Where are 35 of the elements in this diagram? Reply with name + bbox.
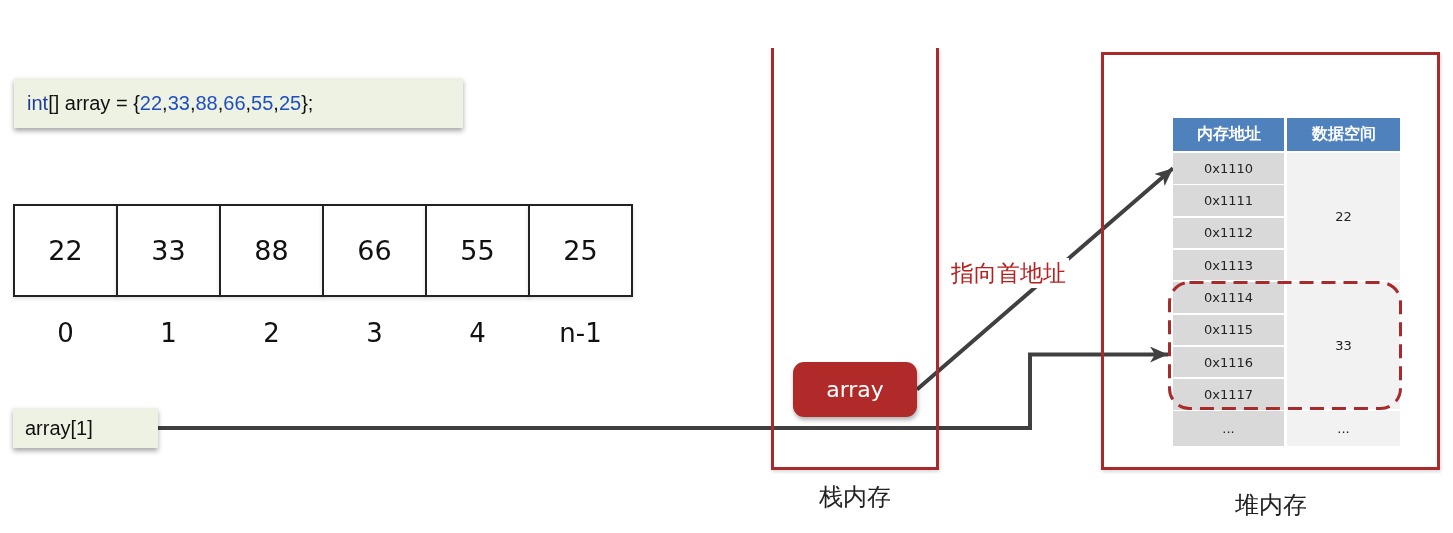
- code-box: int[] array = {22,33,88,66,55,25};: [14, 78, 463, 128]
- value-text: 25: [563, 235, 598, 266]
- index-number: 1: [159, 317, 178, 349]
- frame-label: 堆内存: [1233, 490, 1308, 520]
- value-text: 22: [48, 235, 83, 266]
- value-text: 55: [460, 235, 495, 266]
- expression-box: array[1]: [13, 408, 158, 448]
- edge-label: 指向首地址: [948, 258, 1069, 288]
- address-cell: 0x1113: [1173, 249, 1284, 281]
- address-cell: 0x1111: [1173, 185, 1284, 216]
- address-cell: 0x1110: [1173, 153, 1284, 184]
- index-number: n-1: [558, 317, 603, 349]
- arrow: [915, 166, 1175, 391]
- data-cell: ...: [1287, 411, 1400, 447]
- address-cell: 0x1114: [1173, 282, 1284, 313]
- data-cell: 22: [1287, 153, 1400, 280]
- address-cell: 0x1116: [1173, 346, 1284, 378]
- dashed-outline: [1168, 281, 1402, 410]
- address-cell: 0x1112: [1173, 217, 1284, 249]
- index-number: 2: [262, 317, 281, 349]
- value-text: 88: [254, 235, 289, 266]
- variable-box: array: [793, 362, 917, 417]
- address-cell: 0x1115: [1173, 314, 1284, 345]
- index-number: 3: [365, 317, 384, 349]
- index-number: 0: [56, 317, 75, 349]
- data-cell: 33: [1287, 282, 1400, 410]
- header-cell: 数据空间: [1287, 118, 1400, 151]
- value-text: 33: [151, 235, 186, 266]
- index-number: 4: [468, 317, 487, 349]
- header-cell: 内存地址: [1173, 118, 1284, 151]
- arrow: [158, 346, 1168, 430]
- address-cell: 0x1117: [1173, 379, 1284, 410]
- frame-label: 栈内存: [818, 482, 892, 512]
- value-text: 66: [357, 235, 392, 266]
- address-cell: ...: [1173, 411, 1284, 447]
